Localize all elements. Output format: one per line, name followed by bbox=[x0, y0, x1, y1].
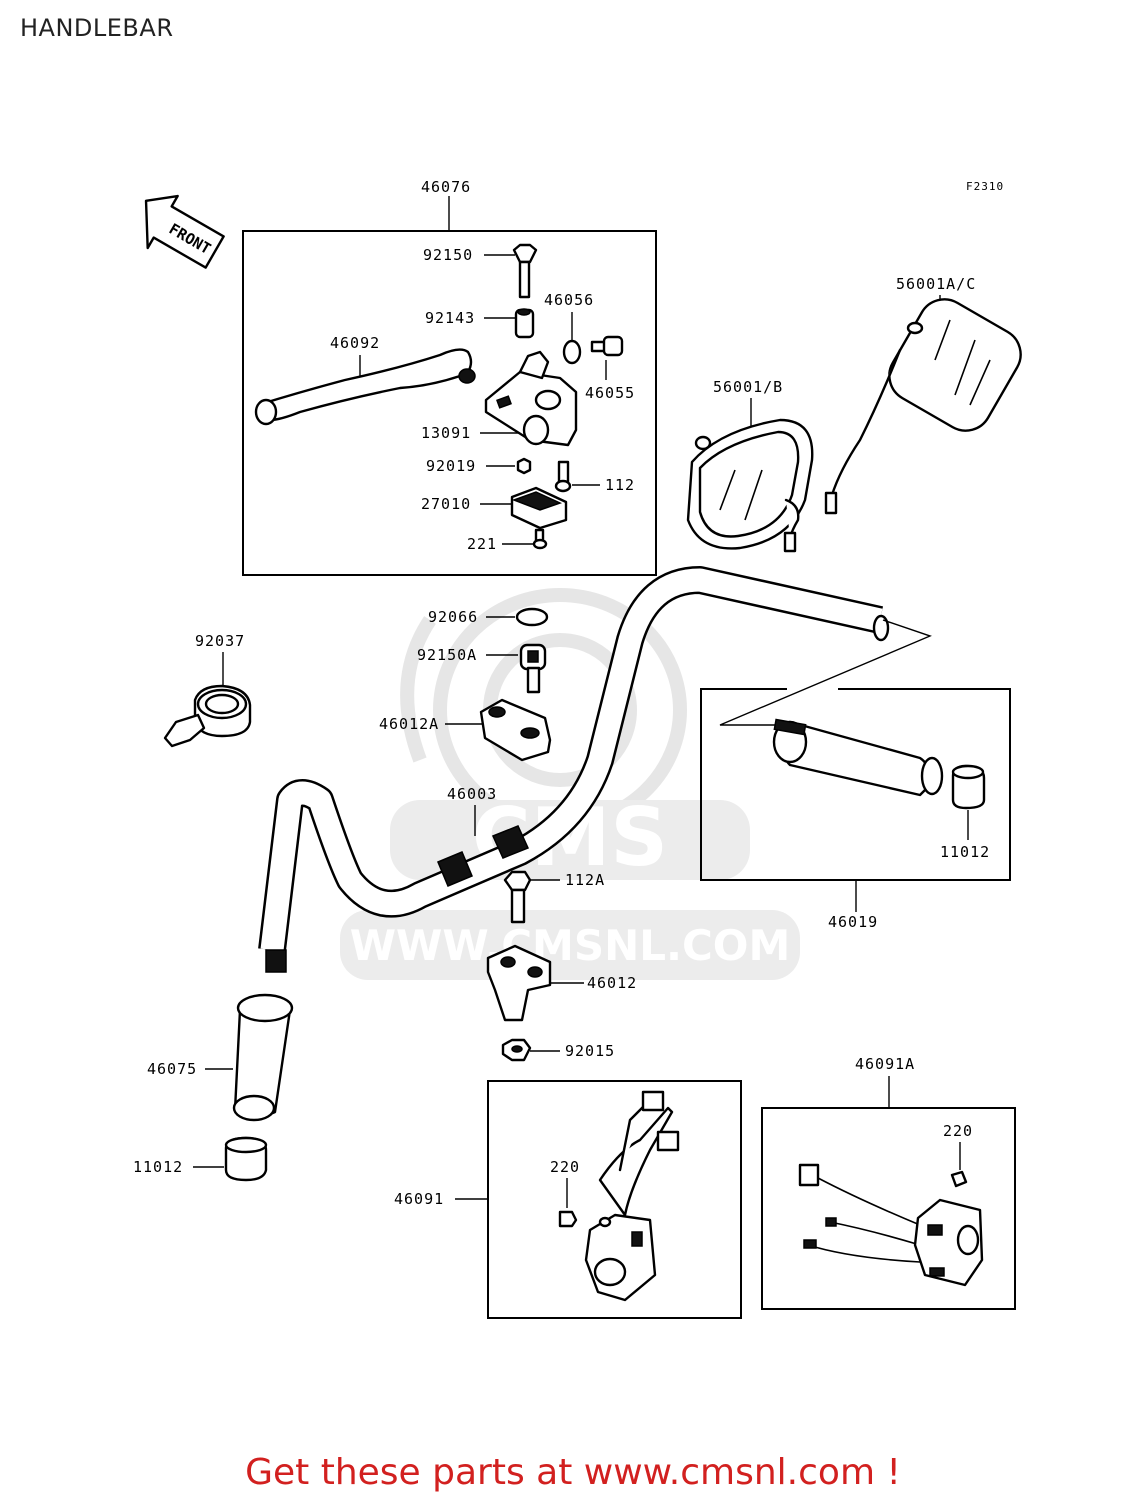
switch-housing-left-46091 bbox=[558, 1090, 680, 1302]
switch-housing-right-46091a bbox=[798, 1163, 984, 1287]
bolt-92150 bbox=[512, 243, 538, 299]
lever-46092 bbox=[254, 348, 476, 426]
nut-92015 bbox=[501, 1038, 532, 1062]
callout-92150: 92150 bbox=[423, 246, 473, 264]
callout-220-left: 220 bbox=[550, 1158, 580, 1176]
callout-220-right: 220 bbox=[943, 1122, 973, 1140]
callout-92066: 92066 bbox=[428, 608, 478, 626]
callout-92150a: 92150A bbox=[417, 646, 477, 664]
handlebar-46003 bbox=[258, 566, 890, 973]
callout-92037: 92037 bbox=[195, 632, 245, 650]
bolt-112a bbox=[503, 870, 532, 924]
callout-27010: 27010 bbox=[421, 495, 471, 513]
nut-92019 bbox=[516, 457, 532, 475]
holder-13091 bbox=[484, 350, 578, 447]
grip-left-46075 bbox=[232, 993, 294, 1122]
callout-56001ac: 56001A/C bbox=[896, 275, 976, 293]
callout-46019: 46019 bbox=[828, 913, 878, 931]
figure-code: F2310 bbox=[966, 180, 1004, 193]
front-arrow-icon: FRONT bbox=[144, 194, 225, 269]
callout-46056: 46056 bbox=[544, 291, 594, 309]
bolt-92150a bbox=[519, 643, 547, 694]
promo-banner[interactable]: Get these parts at www.cmsnl.com ! bbox=[245, 1452, 901, 1493]
callout-112: 112 bbox=[605, 476, 635, 494]
collar-92143 bbox=[514, 308, 535, 339]
screw-221 bbox=[532, 528, 548, 550]
screw-112 bbox=[554, 460, 572, 493]
parts-diagram: FRONT F2310 46076 92150 92143 46056 4605… bbox=[133, 178, 1022, 1319]
callout-46012: 46012 bbox=[587, 974, 637, 992]
callout-112a: 112A bbox=[565, 871, 605, 889]
watermark-logo: CMS WWW.CMSNL.COM bbox=[340, 588, 800, 980]
callout-11012-right: 11012 bbox=[940, 843, 990, 861]
throttle-grip-46019 bbox=[772, 718, 944, 797]
callout-56001b: 56001/B bbox=[713, 378, 783, 396]
callout-46075: 46075 bbox=[147, 1060, 197, 1078]
callout-46091a: 46091A bbox=[855, 1055, 915, 1073]
watermark-url: WWW.CMSNL.COM bbox=[350, 921, 791, 970]
callout-11012-left: 11012 bbox=[133, 1158, 183, 1176]
callout-46012a: 46012A bbox=[379, 715, 439, 733]
callout-92015: 92015 bbox=[565, 1042, 615, 1060]
callout-13091: 13091 bbox=[421, 424, 471, 442]
callout-221: 221 bbox=[467, 535, 497, 553]
washer-46056 bbox=[562, 339, 582, 365]
callout-46055: 46055 bbox=[585, 384, 635, 402]
mirror-right-56001ac bbox=[824, 298, 1022, 515]
callout-92019: 92019 bbox=[426, 457, 476, 475]
callout-46003: 46003 bbox=[447, 785, 497, 803]
callout-46076: 46076 bbox=[421, 178, 471, 196]
holder-lower-46012 bbox=[486, 944, 552, 1022]
callout-92143: 92143 bbox=[425, 309, 475, 327]
end-cap-left-11012 bbox=[224, 1136, 268, 1182]
holder-upper-46012a bbox=[479, 698, 552, 762]
callout-46091: 46091 bbox=[394, 1190, 444, 1208]
cap-92066 bbox=[515, 607, 549, 627]
mirror-left-56001b bbox=[686, 418, 814, 553]
callout-46092: 46092 bbox=[330, 334, 380, 352]
page-title: HANDLEBAR bbox=[20, 14, 174, 42]
switch-27010 bbox=[510, 486, 568, 530]
clamp-92037 bbox=[163, 684, 252, 748]
screw-46055 bbox=[590, 335, 624, 357]
end-cap-right-11012 bbox=[951, 764, 986, 810]
